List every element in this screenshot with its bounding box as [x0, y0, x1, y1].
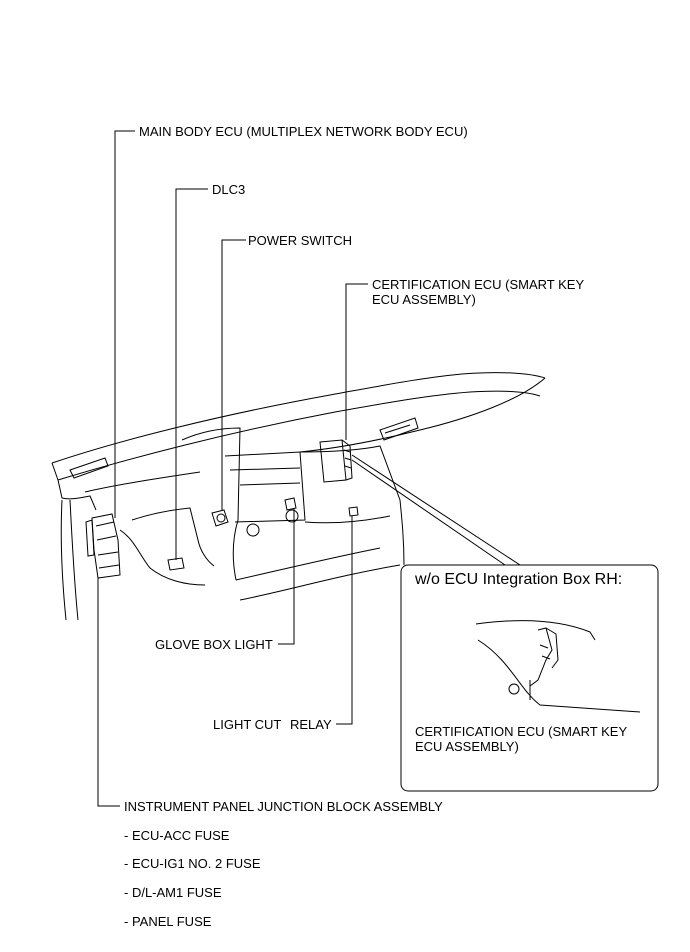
label-light-cut: LIGHT CUT — [213, 717, 282, 732]
leader-junction-block — [97, 578, 120, 807]
inset-title: w/o ECU Integration Box RH: — [415, 571, 623, 588]
fuse-item: - PANEL FUSE — [124, 914, 212, 929]
leader-certification-ecu — [345, 283, 368, 440]
label-certification-ecu-line2: ECU ASSEMBLY) — [372, 292, 476, 307]
inset-box — [400, 564, 659, 792]
fuse-item: - D/L-AM1 FUSE — [124, 885, 222, 900]
label-relay: RELAY — [290, 717, 332, 732]
dashboard-top-outline — [51, 372, 546, 464]
inset-caption-line2: ECU ASSEMBLY) — [415, 739, 519, 754]
inset-caption-line1: CERTIFICATION ECU (SMART KEY — [415, 724, 628, 739]
leader-light-cut-relay — [336, 516, 353, 725]
fuse-item: - ECU-ACC FUSE — [124, 828, 230, 843]
label-certification-ecu-line1: CERTIFICATION ECU (SMART KEY — [372, 277, 585, 292]
leader-power-switch — [221, 239, 246, 510]
label-glove-box-light: GLOVE BOX LIGHT — [155, 637, 273, 652]
leader-glove-box-light — [278, 508, 295, 645]
label-junction-block: INSTRUMENT PANEL JUNCTION BLOCK ASSEMBLY — [124, 799, 443, 814]
leader-dlc3 — [175, 188, 208, 560]
label-dlc3: DLC3 — [212, 182, 246, 197]
label-main-body-ecu: MAIN BODY ECU (MULTIPLEX NETWORK BODY EC… — [139, 124, 468, 139]
fuse-item: - ECU-IG1 NO. 2 FUSE — [124, 856, 261, 871]
leader-main-body-ecu — [114, 130, 135, 518]
label-power-switch: POWER SWITCH — [248, 233, 352, 248]
